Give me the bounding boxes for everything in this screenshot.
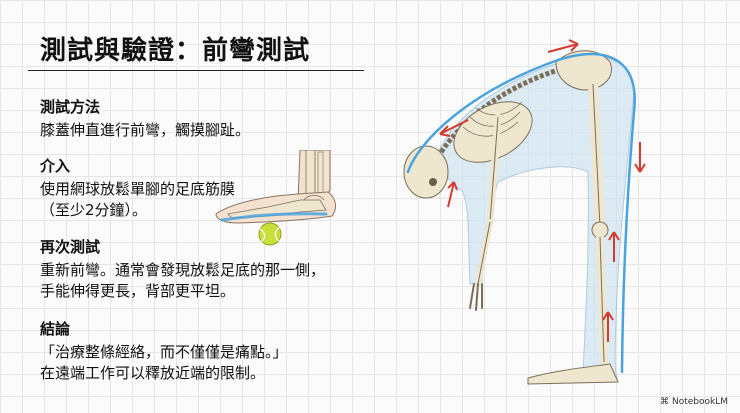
section-retest: 再次測試 重新前彎。通常會發現放鬆足底的那一側， 手能伸得更長，背部更平坦。 <box>40 236 325 302</box>
notebooklm-watermark: ⌘ NotebookLM <box>660 397 728 407</box>
brand-name: NotebookLM <box>671 397 728 407</box>
section-body: 使用網球放鬆單腳的足底筋膜 （至少2分鐘）。 <box>40 180 236 219</box>
section-body: 「治療整條經絡，而不僅僅是痛點。」 在遠端工作可以釋放近端的限制。 <box>40 343 288 382</box>
title-divider <box>28 70 364 71</box>
section-conclusion: 結論 「治療整條經絡，而不僅僅是痛點。」 在遠端工作可以釋放近端的限制。 <box>40 318 288 384</box>
section-heading: 結論 <box>40 320 71 338</box>
section-test-method: 測試方法 膝蓋伸直進行前彎，觸摸腳趾。 <box>40 96 250 141</box>
page-title: 測試與驗證：前彎測試 <box>40 36 311 66</box>
section-intervention: 介入 使用網球放鬆單腳的足底筋膜 （至少2分鐘）。 <box>40 155 235 221</box>
section-body: 膝蓋伸直進行前彎，觸摸腳趾。 <box>40 121 251 139</box>
section-heading: 介入 <box>40 157 71 175</box>
notebooklm-logo-icon: ⌘ <box>659 397 669 407</box>
section-heading: 再次測試 <box>40 238 101 256</box>
foot-tennis-ball-illustration <box>215 150 336 246</box>
section-heading: 測試方法 <box>40 98 101 116</box>
section-body: 重新前彎。通常會發現放鬆足底的那一側， 手能伸得更長，背部更平坦。 <box>40 261 326 300</box>
forward-bend-skeleton-illustration <box>403 39 646 385</box>
